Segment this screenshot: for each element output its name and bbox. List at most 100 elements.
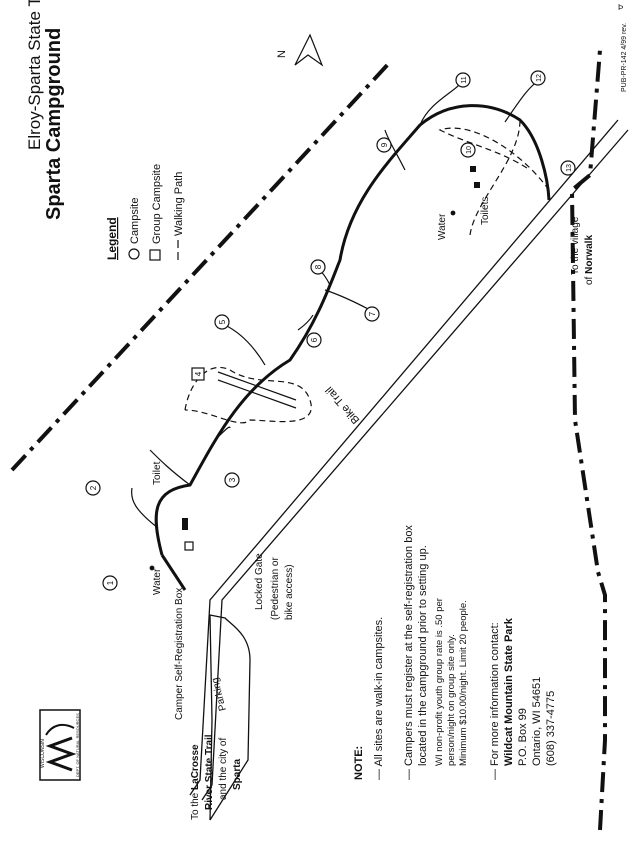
water-label-east: Water — [437, 213, 448, 240]
norwalk-label-2: of Norwalk — [584, 235, 595, 285]
walking-path-group-site — [184, 366, 312, 424]
svg-text:13: 13 — [566, 164, 573, 172]
sparta-label-2: River State Trail — [204, 734, 215, 810]
registration-box-label: Camper Self-Registration Box — [174, 588, 185, 720]
toilets-label: Toilets — [480, 197, 491, 225]
legend-group-icon — [149, 249, 161, 261]
walking-path-east — [438, 127, 550, 191]
campsite-11: 11 — [455, 72, 471, 88]
legend: Legend Campsite Group Campsite Walking P… — [105, 164, 185, 261]
svg-text:2: 2 — [89, 485, 98, 490]
legend-path-label: Walking Path — [173, 172, 185, 236]
note-2a: — Campers must register at the self-regi… — [403, 525, 415, 780]
campsite-4-group: 4 — [191, 367, 205, 381]
toilets-icon — [470, 166, 476, 172]
boundary-line-bottom — [569, 49, 607, 831]
access-road — [160, 554, 187, 591]
walking-path-toilets — [469, 119, 521, 236]
boundary-line-top — [10, 58, 394, 472]
svg-text:3: 3 — [228, 477, 237, 482]
corner-mark: Þ — [618, 3, 623, 12]
toilet-icon — [182, 518, 188, 530]
campsite-10: 10 — [460, 142, 476, 158]
note-3: — For more information contact: — [489, 622, 501, 780]
bike-trail-line-a — [189, 119, 619, 796]
locked-gate-label-3: bike access) — [284, 564, 295, 620]
notes-block: NOTE: — All sites are walk-in campsites.… — [353, 525, 557, 780]
legend-heading: Legend — [105, 217, 119, 260]
campsite-8: 8 — [310, 259, 326, 275]
sparta-label-1: To the LaCrosse — [190, 744, 201, 820]
note-2e: Minimum $10.00/night. Limit 20 people. — [458, 600, 469, 766]
group-site-spur-b — [217, 379, 297, 409]
legend-campsite-icon — [128, 248, 140, 260]
notes-heading: NOTE: — [353, 746, 365, 780]
svg-text:4: 4 — [194, 371, 203, 376]
parking-label: Parking — [210, 676, 229, 712]
registration-box-icon — [184, 541, 194, 551]
campsite-1: 1 — [102, 575, 118, 591]
map-title: Elroy-Sparta State Trail — [25, 0, 44, 150]
campsite-9: 9 — [376, 137, 392, 153]
svg-text:5: 5 — [218, 319, 227, 324]
svg-text:10: 10 — [466, 146, 473, 154]
spur-site-3 — [214, 426, 231, 441]
dnr-logo: WISCONSIN DEPT. OF NATURAL RESOURCES — [39, 709, 81, 781]
group-site-spur — [217, 371, 297, 401]
bike-trail-label: Bike Trail — [324, 384, 363, 426]
norwalk-label-1: To the village — [570, 216, 581, 275]
contact-city: Ontario, WI 54651 — [531, 677, 543, 766]
campsite-5: 5 — [214, 314, 230, 330]
legend-campsite-label: Campsite — [129, 198, 141, 244]
note-2d: person/night on group site only. — [446, 634, 457, 766]
north-arrow: N — [276, 33, 324, 67]
contact-box: P.O. Box 99 — [517, 708, 529, 766]
water-label: Water — [152, 568, 163, 595]
spur-site-2 — [149, 449, 191, 486]
parking-lot — [209, 614, 251, 821]
doc-code: PUB-PR-142 4/99 rev. — [621, 23, 628, 92]
campsite-2: 2 — [85, 480, 101, 496]
legend-group-label: Group Campsite — [151, 164, 163, 244]
spur-site-5 — [224, 324, 266, 366]
campsite-13: 13 — [560, 160, 576, 176]
toilet-label: Toilet — [152, 461, 163, 485]
svg-text:9: 9 — [380, 142, 389, 147]
contact-park: Wildcat Mountain State Park — [503, 617, 515, 766]
toilets-icon-b — [474, 182, 480, 188]
svg-text:8: 8 — [314, 264, 323, 269]
svg-text:1: 1 — [106, 580, 115, 585]
note-1: — All sites are walk-in campsites. — [373, 617, 385, 780]
map-subtitle: Sparta Campground — [43, 28, 65, 220]
spur-site-11 — [419, 79, 463, 126]
water-icon-east — [450, 210, 456, 216]
spur-site-1 — [131, 487, 159, 529]
sparta-label-3: and the city of — [218, 738, 229, 800]
campground-road — [154, 104, 551, 556]
note-2c: WI non-profit youth group rate is .50 pe… — [434, 598, 445, 766]
campsite-6: 6 — [306, 332, 322, 348]
contact-phone: (608) 337-4775 — [545, 691, 557, 766]
water-icon — [149, 565, 155, 571]
locked-gate-label-2: (Pedestrian or — [270, 557, 281, 620]
campsite-7: 7 — [364, 306, 380, 322]
bike-trail-line-b — [201, 129, 629, 801]
logo-text-1: WISCONSIN — [40, 739, 46, 768]
rotated-map-content: 1 2 3 4 5 6 7 8 9 10 11 12 13 Elroy-Spar… — [10, 0, 629, 831]
sparta-label-4: Sparta — [232, 758, 243, 790]
spur-site-6 — [297, 314, 314, 331]
svg-text:7: 7 — [368, 311, 377, 316]
campsite-3: 3 — [224, 472, 240, 488]
spur-site-9 — [384, 129, 406, 171]
logo-text-2: DEPT. OF NATURAL RESOURCES — [75, 713, 80, 777]
svg-text:6: 6 — [310, 337, 319, 342]
svg-text:12: 12 — [536, 74, 543, 82]
note-2b: located in the campground prior to setti… — [417, 545, 429, 766]
campsite-12: 12 — [530, 70, 546, 86]
svg-text:11: 11 — [461, 76, 468, 83]
svg-text:N: N — [276, 50, 288, 58]
spur-site-7 — [324, 289, 371, 311]
locked-gate-label: Locked Gate — [254, 553, 265, 610]
